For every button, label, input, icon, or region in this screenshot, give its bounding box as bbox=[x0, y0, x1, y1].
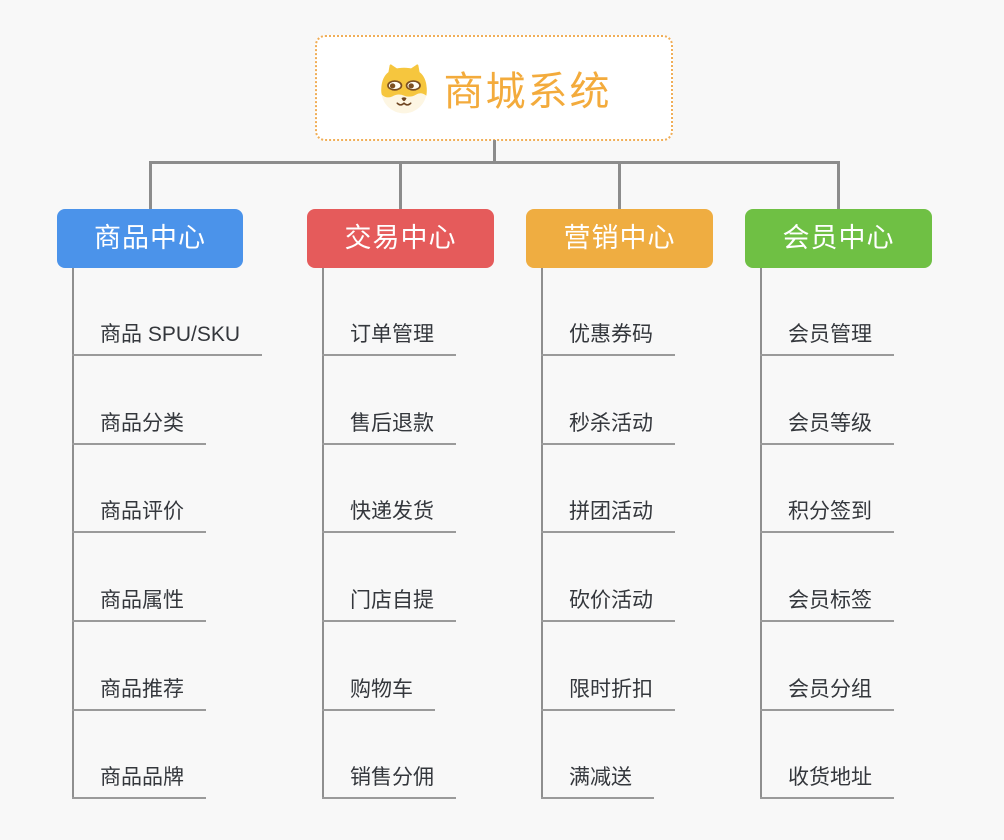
leaf-item[interactable]: 商品 SPU/SKU bbox=[72, 321, 263, 356]
branch-trunk-marketing bbox=[541, 268, 543, 799]
root-node[interactable]: 商城系统 bbox=[315, 35, 673, 141]
leaf-item[interactable]: 销售分佣 bbox=[322, 764, 456, 799]
leaf-item[interactable]: 商品推荐 bbox=[72, 676, 206, 711]
connector-drop-member bbox=[837, 161, 840, 209]
leaf-item[interactable]: 秒杀活动 bbox=[541, 410, 675, 445]
leaf-item[interactable]: 满减送 bbox=[541, 764, 654, 799]
leaf-item[interactable]: 订单管理 bbox=[322, 321, 456, 356]
leaf-item[interactable]: 优惠券码 bbox=[541, 321, 675, 356]
branch-header-member-center[interactable]: 会员中心 bbox=[745, 209, 932, 268]
leaf-item[interactable]: 会员管理 bbox=[760, 321, 894, 356]
leaf-item[interactable]: 售后退款 bbox=[322, 410, 456, 445]
branch-trunk-member bbox=[760, 268, 762, 799]
branch-header-marketing-center[interactable]: 营销中心 bbox=[526, 209, 713, 268]
leaf-item[interactable]: 会员等级 bbox=[760, 410, 894, 445]
leaf-item[interactable]: 商品品牌 bbox=[72, 764, 206, 799]
leaf-item[interactable]: 限时折扣 bbox=[541, 676, 675, 711]
branch-trunk-trade bbox=[322, 268, 324, 799]
leaf-item[interactable]: 会员分组 bbox=[760, 676, 894, 711]
connector-bus bbox=[149, 161, 840, 164]
connector-root-stem bbox=[493, 140, 496, 162]
connector-drop-marketing bbox=[618, 161, 621, 209]
leaf-item[interactable]: 收货地址 bbox=[760, 764, 894, 799]
leaf-item[interactable]: 砍价活动 bbox=[541, 587, 675, 622]
leaf-item[interactable]: 门店自提 bbox=[322, 587, 456, 622]
leaf-item[interactable]: 拼团活动 bbox=[541, 498, 675, 533]
leaf-item[interactable]: 积分签到 bbox=[760, 498, 894, 533]
connector-drop-product bbox=[149, 161, 152, 209]
branch-header-trade-center[interactable]: 交易中心 bbox=[307, 209, 494, 268]
connector-drop-trade bbox=[399, 161, 402, 209]
root-title: 商城系统 bbox=[443, 70, 612, 114]
leaf-item[interactable]: 购物车 bbox=[322, 676, 435, 711]
leaf-item[interactable]: 商品分类 bbox=[72, 410, 206, 445]
leaf-item[interactable]: 快递发货 bbox=[322, 498, 456, 533]
leaf-item[interactable]: 会员标签 bbox=[760, 587, 894, 622]
branch-trunk-product bbox=[72, 268, 74, 799]
branch-header-product-center[interactable]: 商品中心 bbox=[57, 209, 243, 268]
doge-dog-icon bbox=[377, 61, 431, 115]
leaf-item[interactable]: 商品评价 bbox=[72, 498, 206, 533]
leaf-item[interactable]: 商品属性 bbox=[72, 587, 206, 622]
